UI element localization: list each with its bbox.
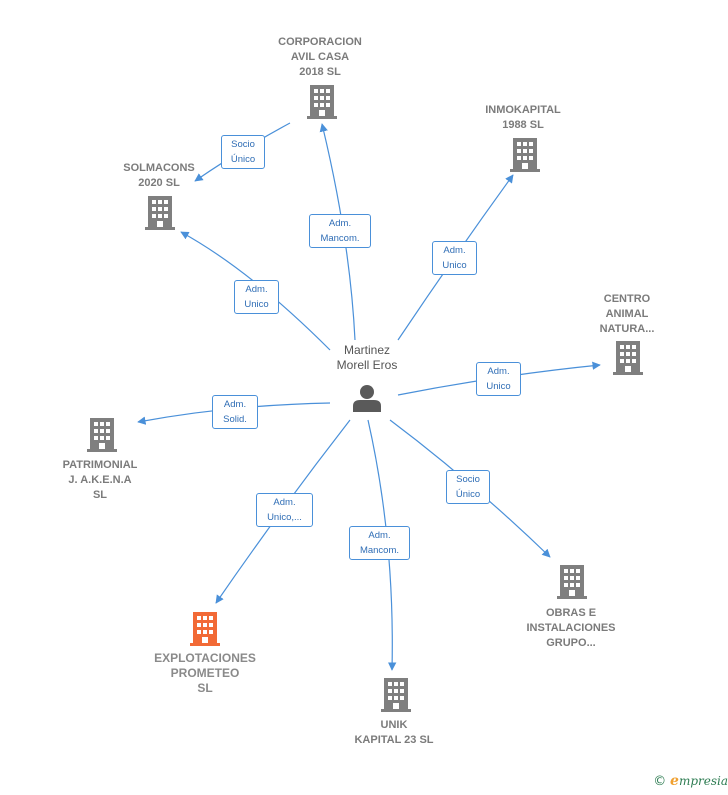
brand-name: mpresia (678, 774, 728, 788)
company-label-explotaciones[interactable]: EXPLOTACIONES PROMETEO SL (154, 651, 256, 695)
edge-label-explotaciones[interactable]: Adm. Unico,... (256, 493, 313, 527)
edge-label-inmokapital[interactable]: Adm. Unico (432, 241, 477, 275)
brand-initial: e (670, 773, 679, 789)
company-label-unik[interactable]: UNIK KAPITAL 23 SL (354, 719, 434, 746)
person-icon[interactable] (353, 385, 381, 412)
copyright-icon: © (653, 774, 667, 789)
building-icon[interactable] (307, 85, 337, 119)
building-icon[interactable] (87, 418, 117, 452)
company-label-obras[interactable]: OBRAS E INSTALACIONES GRUPO... (526, 607, 616, 649)
company-label-patrimonial[interactable]: PATRIMONIAL J. A.K.E.N.A SL (62, 459, 138, 501)
person-name[interactable]: Martinez Morell Eros (336, 343, 398, 372)
building-icon[interactable] (145, 196, 175, 230)
company-label-corporacion[interactable]: CORPORACION AVIL CASA 2018 SL (278, 36, 362, 78)
company-label-inmokapital[interactable]: INMOKAPITAL 1988 SL (485, 104, 561, 131)
edge-label-solmacons[interactable]: Adm. Unico (234, 280, 279, 314)
edge-label-patrimonial[interactable]: Adm. Solid. (212, 395, 258, 429)
building-icon[interactable] (190, 612, 220, 646)
brand-footer: © empresia (653, 773, 728, 789)
building-icon[interactable] (613, 341, 643, 375)
edge-label-corporacion[interactable]: Adm. Mancom. (309, 214, 371, 248)
building-icon[interactable] (557, 565, 587, 599)
building-icon[interactable] (381, 678, 411, 712)
edge-label-obras[interactable]: Socio Único (446, 470, 490, 504)
company-label-solmacons[interactable]: SOLMACONS 2020 SL (123, 162, 195, 189)
edge-label-centro[interactable]: Adm. Unico (476, 362, 521, 396)
building-icon[interactable] (510, 138, 540, 172)
company-label-centro[interactable]: CENTRO ANIMAL NATURA... (599, 293, 655, 335)
edge-label-corporacion-solmacons[interactable]: Socio Único (221, 135, 265, 169)
edge-label-unik[interactable]: Adm. Mancom. (349, 526, 410, 560)
